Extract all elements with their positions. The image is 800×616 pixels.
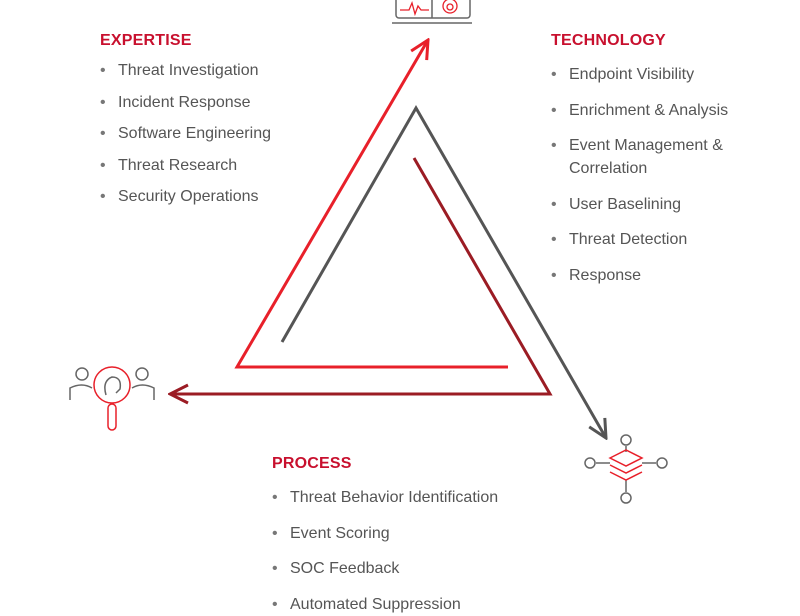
technology-section: TECHNOLOGY Endpoint Visibility Enrichmen…	[551, 32, 751, 287]
list-item: Threat Research	[100, 154, 271, 177]
technology-arrow	[280, 104, 606, 438]
expertise-arrow	[234, 40, 508, 369]
process-title: PROCESS	[272, 455, 352, 472]
process-section: PROCESS Threat Behavior Identification E…	[272, 455, 498, 616]
list-item: Threat Behavior Identification	[272, 486, 498, 509]
list-item: SOC Feedback	[272, 557, 498, 580]
list-item: Incident Response	[100, 91, 271, 114]
list-item: Threat Investigation	[100, 59, 271, 82]
list-item: Threat Detection	[551, 228, 751, 251]
expertise-title: EXPERTISE	[100, 32, 192, 49]
list-item: Response	[551, 264, 751, 287]
process-arrow	[170, 157, 553, 394]
technology-title: TECHNOLOGY	[551, 32, 666, 49]
list-item: Event Scoring	[272, 522, 498, 545]
layers-network-icon	[584, 434, 668, 504]
people-search-icon	[69, 366, 155, 431]
list-item: User Baselining	[551, 193, 751, 216]
expertise-section: EXPERTISE Threat Investigation Incident …	[100, 32, 271, 208]
list-item: Enrichment & Analysis	[551, 99, 751, 122]
list-item: Software Engineering	[100, 122, 271, 145]
list-item: Event Management & Correlation	[551, 134, 734, 180]
list-item: Endpoint Visibility	[551, 63, 751, 86]
list-item: Security Operations	[100, 185, 271, 208]
list-item: Automated Suppression	[272, 593, 498, 616]
monitor-icon	[392, 0, 472, 24]
